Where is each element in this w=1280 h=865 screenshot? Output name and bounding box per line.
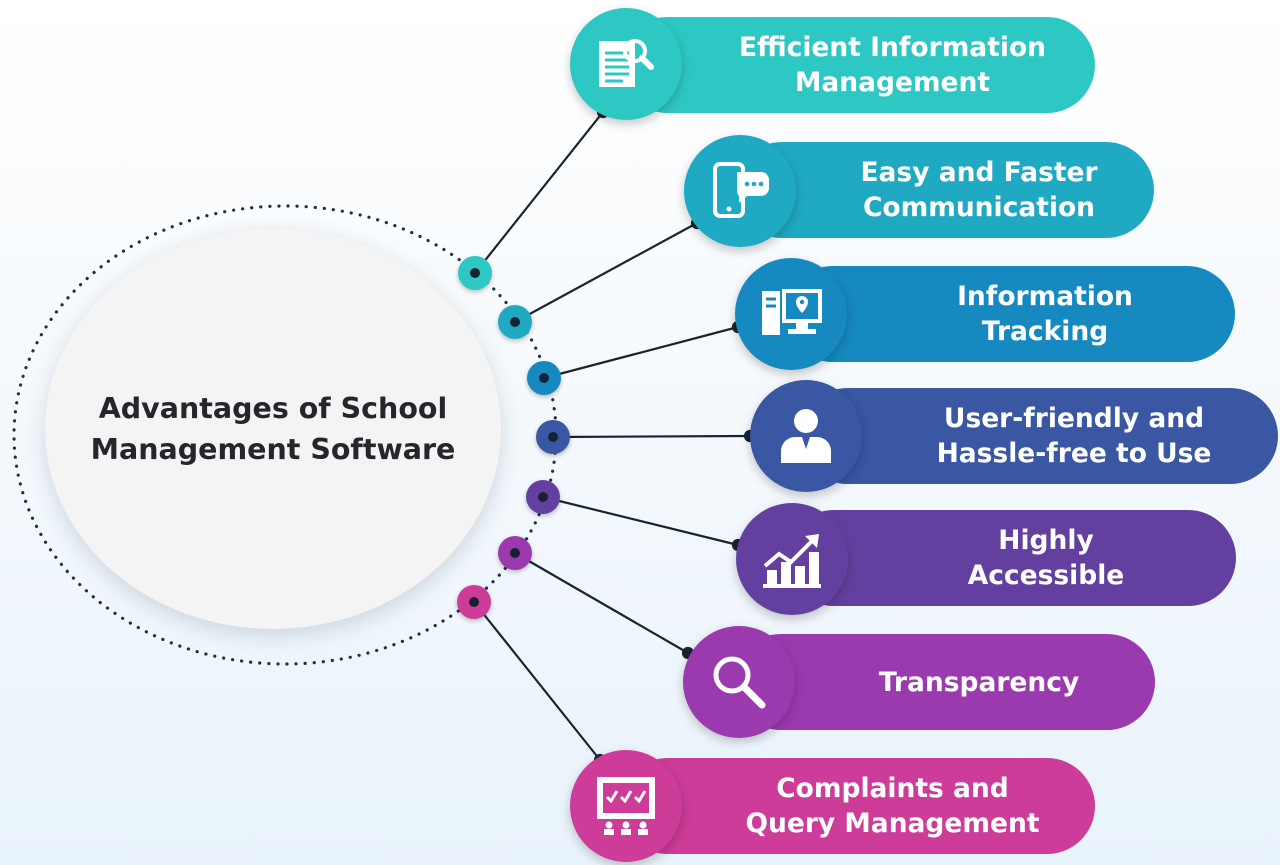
advantage-label-line: Highly	[998, 525, 1094, 556]
ring-dot	[498, 536, 532, 570]
smartphone-chat-icon	[684, 135, 796, 247]
advantage-label-line: Complaints and	[776, 773, 1009, 804]
connector-line	[552, 434, 751, 439]
checklist-board-icon	[570, 750, 682, 862]
center-title: Advantages of School Management Software	[90, 392, 456, 466]
ring-dot	[498, 305, 532, 339]
advantage-label-line: Management	[794, 67, 991, 98]
connector-line	[542, 495, 739, 547]
connector-line	[543, 325, 739, 380]
ring-dot	[536, 420, 570, 454]
connector-line	[514, 552, 689, 654]
advantage-label-line: Hassle-free to Use	[936, 438, 1212, 469]
advantage-label-line: Information	[957, 281, 1133, 312]
advantage-label-line: User-friendly and	[943, 403, 1205, 434]
advantage-pill: Transparency	[733, 634, 1155, 730]
center-circle: Advantages of School Management Software	[45, 229, 501, 629]
connector-line	[473, 601, 601, 761]
advantage-label-line: Communication	[862, 192, 1096, 223]
ring-dot	[526, 480, 560, 514]
growth-chart-icon	[736, 503, 848, 615]
advantage-label-line: Easy and Faster	[860, 157, 1098, 188]
advantage-label-line: Query Management	[745, 808, 1040, 839]
advantage-label-line: Accessible	[967, 560, 1125, 591]
advantage-label-line: Efficient Information	[738, 32, 1047, 63]
computer-location-icon	[735, 258, 847, 370]
ring-dot	[458, 256, 492, 290]
connector-line	[514, 222, 698, 323]
user-icon	[750, 380, 862, 492]
advantage-label-line: Transparency	[878, 666, 1080, 698]
advantage-label: Transparency	[879, 665, 1080, 700]
magnifier-icon	[683, 626, 795, 738]
ring-dot	[457, 585, 491, 619]
ring-dot	[527, 361, 561, 395]
document-search-icon	[570, 8, 682, 120]
advantage-label-line: Tracking	[981, 316, 1109, 347]
connector-line	[474, 111, 604, 274]
